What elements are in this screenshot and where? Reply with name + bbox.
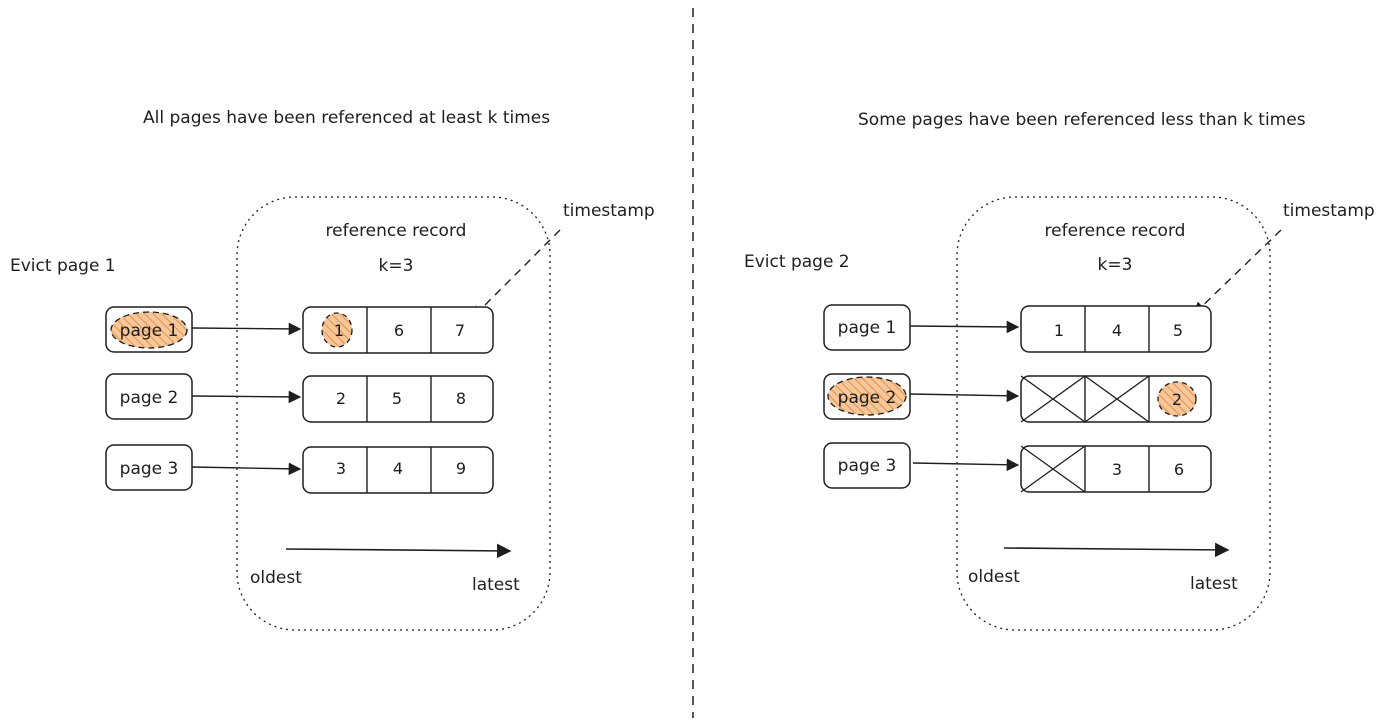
- latest-label: latest: [472, 575, 520, 595]
- timestamp-label: timestamp: [1283, 201, 1375, 221]
- record-box: [302, 306, 494, 354]
- panel-heading: All pages have been referenced at least …: [143, 108, 550, 128]
- highlight-mark: [321, 312, 353, 348]
- page-row: page 2 2: [823, 373, 1212, 423]
- evict-label: Evict page 1: [10, 256, 116, 276]
- highlight-mark: [1157, 381, 1197, 417]
- reference-record-title: reference record: [326, 221, 467, 241]
- page-row: page 3 3 4 9: [105, 444, 494, 494]
- page-label: page 2: [120, 388, 179, 408]
- page-row: page 2 2 5 8: [105, 373, 494, 423]
- page-box: [823, 304, 911, 351]
- empty-slot-cross-icon: [1084, 375, 1150, 423]
- timestamp-value: 7: [455, 321, 465, 340]
- record-box: [302, 446, 494, 494]
- reference-arrow: [912, 458, 1020, 472]
- page-row: page 1 1 6 7: [105, 306, 494, 354]
- reference-arrow: [191, 322, 302, 336]
- reference-arrow: [909, 389, 1020, 403]
- timestamp-value: 3: [336, 459, 346, 478]
- reference-arrow: [191, 390, 302, 404]
- timestamp-value: 8: [456, 389, 466, 408]
- page-label: page 1: [120, 321, 179, 341]
- empty-slot-cross-icon: [1020, 375, 1086, 423]
- page-label: page 3: [838, 456, 897, 476]
- timestamp-value: 5: [1173, 321, 1183, 340]
- timestamp-value: 4: [1112, 321, 1122, 340]
- timestamp-pointer-arrow: [1193, 229, 1282, 315]
- oldest-label: oldest: [250, 568, 302, 588]
- timestamp-value: 9: [456, 459, 466, 478]
- timestamp-value: 3: [1112, 460, 1122, 479]
- page-label: page 1: [838, 318, 897, 338]
- record-box: [1020, 305, 1212, 353]
- reference-arrow: [909, 320, 1020, 334]
- timestamp-value: 5: [392, 389, 402, 408]
- page-row: page 3 3 6: [823, 442, 1212, 493]
- reference-record-title: reference record: [1045, 221, 1186, 241]
- timestamp-value: 6: [394, 321, 404, 340]
- k-value-label: k=3: [1098, 255, 1133, 275]
- time-axis-arrow: [1003, 542, 1230, 558]
- timestamp-label: timestamp: [563, 201, 655, 221]
- timestamp-pointer-arrow: [471, 229, 561, 319]
- page-label: page 2: [838, 388, 897, 408]
- record-box: [302, 375, 494, 423]
- empty-slot-cross-icon: [1020, 445, 1086, 493]
- page-box: [823, 442, 911, 489]
- highlight-mark: [827, 376, 907, 416]
- reference-arrow: [191, 462, 302, 476]
- page-row: page 1 1 4 5: [823, 304, 1212, 353]
- timestamp-value: 1: [334, 321, 344, 340]
- timestamp-value: 6: [1174, 460, 1184, 479]
- highlight-mark: [110, 311, 188, 349]
- latest-label: latest: [1190, 574, 1238, 594]
- timestamp-value: 4: [393, 459, 403, 478]
- panel-right: Some pages have been referenced less tha…: [744, 110, 1375, 631]
- timestamp-value: 1: [1054, 321, 1064, 340]
- k-value-label: k=3: [379, 256, 414, 276]
- panel-heading: Some pages have been referenced less tha…: [858, 110, 1306, 130]
- panel-left: All pages have been referenced at least …: [10, 108, 655, 631]
- oldest-label: oldest: [968, 567, 1020, 587]
- timestamp-value: 2: [336, 389, 346, 408]
- timestamp-value: 2: [1172, 390, 1182, 409]
- time-axis-arrow: [285, 543, 512, 559]
- page-label: page 3: [120, 459, 179, 479]
- evict-label: Evict page 2: [744, 252, 850, 272]
